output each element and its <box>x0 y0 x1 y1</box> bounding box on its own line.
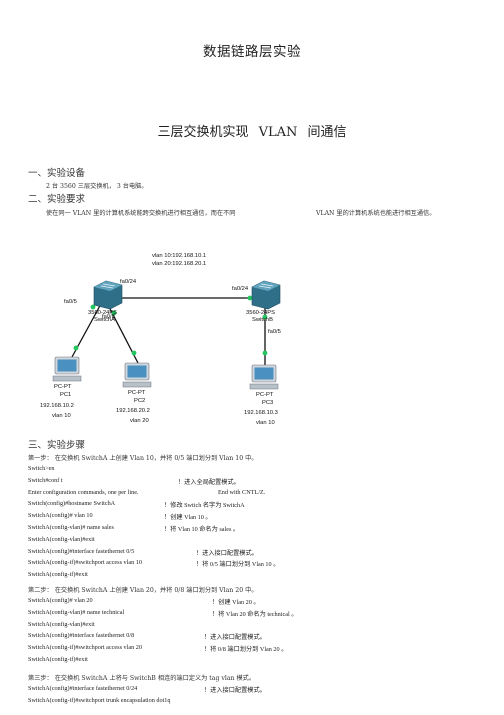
pc3-ip: 192.168.10.3 <box>244 410 278 416</box>
command-line: SwitchA(config-if)#exit <box>28 656 88 663</box>
command-line: SwitchA(config-if)#switchport trunk enca… <box>28 696 171 704</box>
page-title: 数据链路层实验 <box>203 44 301 60</box>
link-status-icon <box>90 304 96 310</box>
link-status-icon <box>262 350 268 356</box>
command-line: SwitchA(config-if)#switchport access vla… <box>28 559 142 567</box>
link-status-icon <box>73 345 79 351</box>
command-line: Switch>en <box>28 465 55 472</box>
command-line: SwitchA(config-vlan)#exit <box>28 535 95 543</box>
pc2-vlan: vlan 20 <box>130 418 149 424</box>
link-status-icon <box>262 314 268 320</box>
switch-b-icon <box>251 280 281 310</box>
command-line: SwitchA(config)# vlan 10 <box>28 512 93 520</box>
step-3-text: 第三步： 在交换机 SwitchA 上将与 SwitchB 相连的端口定义为 t… <box>28 675 256 682</box>
pc3-icon <box>249 364 279 390</box>
command-line: SwitchA(config-vlan)# name sales <box>28 524 114 531</box>
command-line: SwitchA(config)#interface fastethernet 0… <box>28 547 135 555</box>
step-1-text: 第一步： 在交换机 SwitchA 上创建 Vlan 10，并将 0/5 端口划… <box>28 455 258 462</box>
command-comment: ！进入接口配置模式。 <box>196 549 258 557</box>
command-line: SwitchA(config-vlan)#exit <box>28 620 95 628</box>
command-line: SwitchA(config-if)#exit <box>28 571 88 579</box>
command-comment: ！将 Vlan 10 命名为 sales 。 <box>164 526 240 533</box>
switch-a-name: SwitchA <box>94 317 115 323</box>
command-comment: ！修改 Swtich 名字为 SwitchA <box>164 502 245 510</box>
pc2-name: PC2 <box>134 398 145 404</box>
pc1-name: PC1 <box>60 392 71 398</box>
port-label-b-fa05: fa0/5 <box>268 329 281 335</box>
command-line: SwitchA(config)# vlan 20 <box>28 597 93 604</box>
command-line: SwitchA(config)#interface fastethernet 0… <box>28 632 135 640</box>
pc1-icon <box>52 356 82 382</box>
pc2-icon <box>122 362 152 388</box>
section-2-text-a: 使在同一 VLAN 里的计算机系统能跨交换机进行相互通信，而在不同 <box>46 210 236 217</box>
command-comment: ！将 0/5 端口划分到 Vlan 10 。 <box>196 561 280 569</box>
command-comment: ！进入接口配置模式。 <box>204 634 266 642</box>
page-subtitle: 三层交换机实现 VLAN 间通信 <box>157 125 347 140</box>
switch-a-model: 3560-24PS <box>88 310 117 316</box>
command-line: SwitchA(config-vlan)# name technical <box>28 608 125 616</box>
pc3-type: PC-PT <box>256 392 274 398</box>
command-comment: ！创建 Vlan 10 。 <box>164 514 212 522</box>
section-2-heading: 二、实验要求 <box>28 194 86 205</box>
step-2-text: 第二步： 在交换机 SwitchA 上创建 Vlan 20，并将 0/8 端口划… <box>28 587 258 594</box>
pc1-vlan: vlan 10 <box>52 413 71 419</box>
command-line: Switch#conf t <box>28 476 63 484</box>
command-comment: ！创建 Vlan 20 。 <box>212 599 260 606</box>
command-comment: ！进入接口配置模式。 <box>204 687 266 694</box>
command-comment: End with CNTL/Z. <box>218 488 266 496</box>
command-line: Switch(config)#hostname SwitchA <box>28 500 116 508</box>
switch-a-icon <box>93 280 123 310</box>
link-status-icon <box>111 310 117 316</box>
command-comment: ！将 0/8 端口划分到 Vlan 20 。 <box>204 646 288 654</box>
link-status-icon <box>247 295 253 301</box>
command-line: SwitchA(config-if)#switchport access vla… <box>28 644 142 652</box>
network-topology-diagram: vlan 10:192.168.10.1 vlan 20:192.168.20.… <box>40 253 281 426</box>
switch-b-model: 3560-24PS <box>246 310 275 316</box>
command-line: SwitchA(config)#interface fastethernet 0… <box>28 685 138 692</box>
command-comment: ！进入全局配置模式。 <box>178 478 240 486</box>
section-2-text-b: VLAN 里的计算机系统也能进行相互通信。 <box>316 210 436 217</box>
command-line: Enter configuration commands, one per li… <box>28 488 139 496</box>
pc3-name: PC3 <box>262 400 273 406</box>
pc2-ip: 192.168.20.2 <box>116 408 150 414</box>
command-comment: ！将 Vlan 20 命名为 technical 。 <box>212 610 298 618</box>
port-label-b-fa024: fa0/24 <box>232 286 249 292</box>
port-label-a-fa05: fa0/5 <box>64 299 77 305</box>
vlan-label-1: vlan 10:192.168.10.1 <box>152 253 206 259</box>
section-1-text: 2 台 3560 三层交换机， 3 台电脑。 <box>46 183 148 190</box>
pc3-vlan: vlan 10 <box>256 420 275 426</box>
pc2-type: PC-PT <box>128 390 146 396</box>
pc1-ip: 192.168.10.2 <box>40 403 74 409</box>
section-3-heading: 三、实验步骤 <box>28 440 86 451</box>
pc1-type: PC-PT <box>54 384 72 390</box>
section-1-heading: 一、实验设备 <box>28 168 86 179</box>
port-label-a-fa08: fa0/8 <box>102 314 115 320</box>
switch-b-name: SwitchB <box>252 317 273 323</box>
port-label-a-fa024: fa0/24 <box>120 279 137 285</box>
link-status-icon <box>131 350 137 356</box>
vlan-label-2: vlan 20:192.168.20.1 <box>152 261 206 267</box>
